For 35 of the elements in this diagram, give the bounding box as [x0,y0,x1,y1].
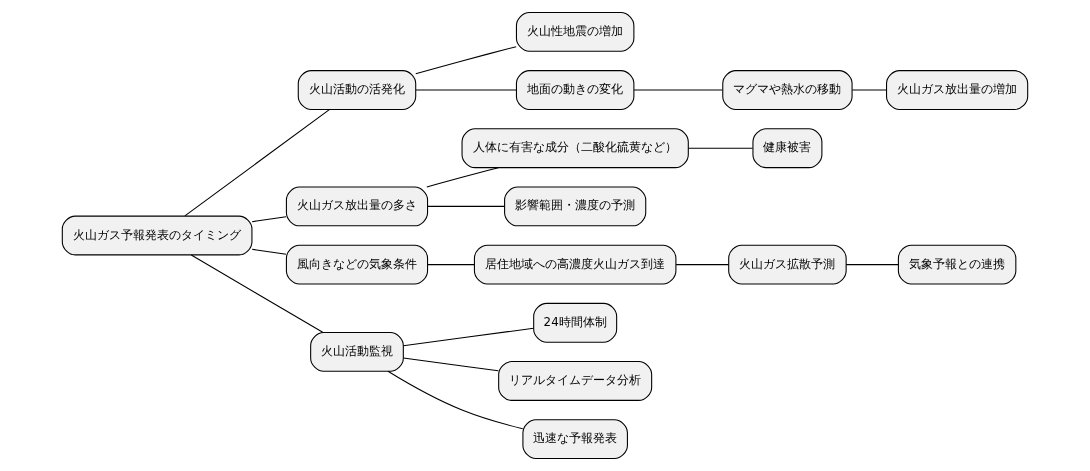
connector [402,327,535,347]
node-box: マグマや熱水の移動 [722,70,853,110]
connector [633,89,724,91]
node-box: 火山ガス予報発表のタイミング [61,215,253,256]
connector [184,109,330,217]
node-box: 居住地域への高濃度火山ガス到達 [473,244,677,285]
connector [426,167,499,188]
node-box: 火山性地震の増加 [515,11,635,52]
node-box: 火山ガス放出量の多さ [285,186,429,227]
node-box: 気象予報との連携 [897,244,1017,285]
node-box: 健康被害 [752,128,823,169]
connector [190,254,324,333]
node-box: リアルタイムデータ分析 [498,361,653,401]
connector [427,264,475,266]
node-box: 風向きなどの気象条件 [285,244,429,285]
connector [845,264,899,266]
connector [402,357,499,372]
node-box: 24時間体制 [533,302,618,343]
connector [687,147,754,149]
node-box: 地面の動きの変化 [515,70,635,110]
connector [387,370,524,430]
node-box: 火山活動の活発化 [297,70,417,110]
node-box: 火山活動監視 [310,331,404,372]
node-box: 影響範囲・濃度の予測 [504,186,647,227]
connector [251,248,287,255]
node-box: 火山ガス拡散予測 [728,244,847,285]
connector [415,46,517,75]
connector [251,216,287,223]
connector [675,264,730,266]
connector [427,205,505,207]
node-box: 火山ガス放出量の増加 [886,70,1029,110]
connector [851,89,888,91]
node-box: 人体に有害な成分（二酸化硫黄など） [461,128,689,169]
node-box: 迅速な予報発表 [522,419,628,460]
connector [415,89,517,91]
